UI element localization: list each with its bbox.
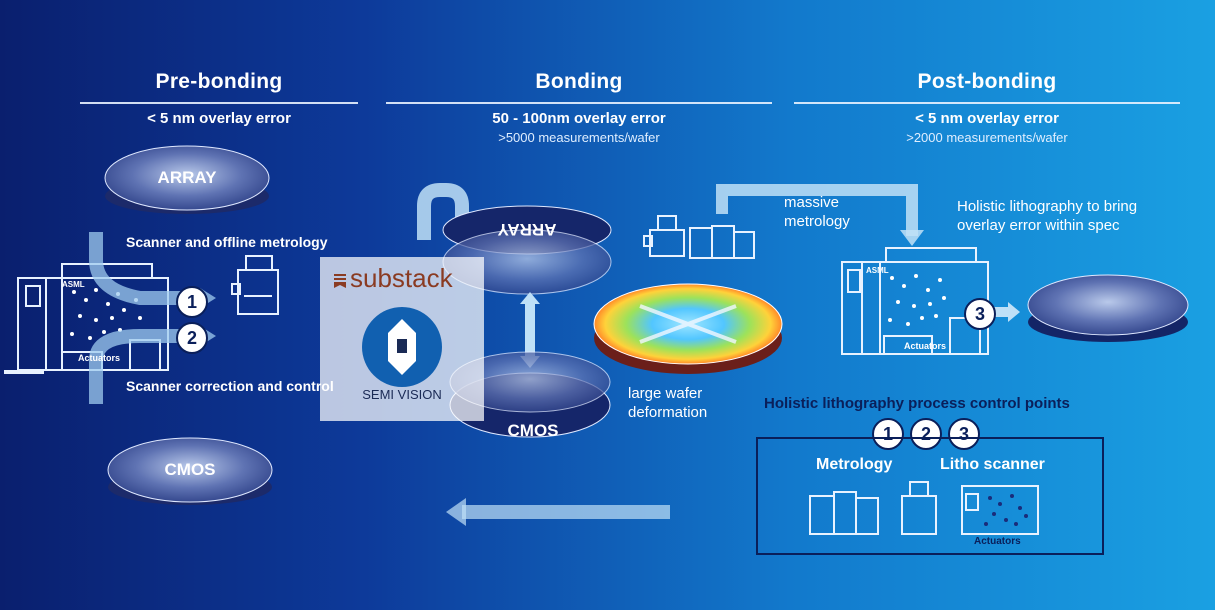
- scanner-machine-post: [841, 247, 989, 355]
- control-points-panel: [756, 437, 1104, 555]
- array-label-flipped: ARRAY: [497, 220, 557, 239]
- post-arrowhead: [1008, 302, 1020, 322]
- panel-badge-2: 2: [910, 418, 942, 450]
- actuators-label-post: Actuators: [904, 341, 947, 351]
- final-wafer: [1027, 274, 1189, 342]
- cmos-label-pre: CMOS: [164, 460, 216, 479]
- scanner-correction-label: Scanner correction and control: [126, 378, 334, 394]
- substack-logo-icon: [334, 274, 346, 288]
- bonding-spec: 50 - 100nm overlay error: [492, 110, 666, 127]
- deformation-heatmap-wafer: [593, 283, 783, 374]
- flow-arrow-2: [89, 329, 200, 404]
- array-wafer-flipped: [442, 205, 612, 295]
- massive-metrology-label: massive metrology: [784, 194, 850, 230]
- asml-label-pre: ASML: [62, 280, 85, 289]
- watermark-overlay: substack SEMI VISION: [320, 257, 484, 421]
- pre-bonding-title: Pre-bonding: [155, 70, 283, 93]
- scanner-dots-post: [888, 274, 946, 326]
- metrology-flow-arrow: [716, 184, 918, 236]
- bonding-header: Bonding 50 - 100nm overlay error >5000 m…: [386, 70, 772, 145]
- cmos-wafer-bonded: [449, 351, 611, 438]
- metrology-tools-bonding: [643, 215, 755, 259]
- cmos-wafer-pre: [107, 437, 273, 505]
- control-points-title: Holistic lithography process control poi…: [764, 395, 1070, 412]
- cmos-label-bonded: CMOS: [507, 421, 559, 440]
- panel-litho-scanner-label: Litho scanner: [940, 456, 1045, 473]
- pre-bonding-spec: < 5 nm overlay error: [147, 110, 291, 127]
- panel-actuators-label: Actuators: [974, 536, 1021, 547]
- scanner-offline-label: Scanner and offline metrology: [126, 234, 328, 250]
- bonding-rule: [386, 102, 772, 104]
- panel-metrology-label: Metrology: [816, 456, 893, 473]
- semi-vision-logo-icon: [362, 307, 442, 387]
- semi-vision-text: SEMI VISION: [362, 387, 442, 402]
- bonding-measurements: >5000 measurements/wafer: [498, 130, 660, 145]
- post-bonding-spec: < 5 nm overlay error: [915, 110, 1059, 127]
- pre-bonding-rule: [80, 102, 358, 104]
- metrology-flow-arrowhead: [900, 230, 924, 246]
- panel-badge-3: 3: [948, 418, 980, 450]
- panel-badge-1: 1: [872, 418, 904, 450]
- post-bonding-title: Post-bonding: [917, 70, 1057, 93]
- substack-brand: substack: [334, 263, 453, 294]
- post-bonding-header: Post-bonding < 5 nm overlay error >2000 …: [794, 70, 1180, 145]
- panel-metrology-tools: [809, 481, 937, 535]
- panel-scanner-dots: [984, 494, 1028, 526]
- return-arrowhead: [446, 498, 466, 526]
- large-wafer-deformation-label: large wafer deformation: [628, 385, 708, 421]
- bond-arrowhead-up: [520, 292, 540, 304]
- control-point-1-badge: 1: [176, 286, 208, 318]
- flow-arrow-1: [89, 232, 200, 305]
- pre-bonding-header: Pre-bonding < 5 nm overlay error: [80, 70, 358, 127]
- flip-arrow: [417, 183, 469, 240]
- bonding-title: Bonding: [535, 70, 623, 93]
- post-bonding-measurements: >2000 measurements/wafer: [906, 130, 1068, 145]
- substack-text: substack: [350, 263, 453, 293]
- asml-label-post: ASML: [866, 266, 889, 275]
- post-bonding-rule: [794, 102, 1180, 104]
- holistic-spec-label: Holistic lithography to bring overlay er…: [957, 198, 1138, 234]
- array-label-pre: ARRAY: [157, 168, 217, 187]
- array-wafer-pre: [104, 145, 270, 214]
- actuators-label-pre: Actuators: [78, 353, 121, 363]
- metrology-tool-pre: [231, 255, 279, 315]
- control-point-3-badge: 3: [964, 298, 996, 330]
- control-point-2-badge: 2: [176, 322, 208, 354]
- panel-litho-scanner: [961, 485, 1039, 535]
